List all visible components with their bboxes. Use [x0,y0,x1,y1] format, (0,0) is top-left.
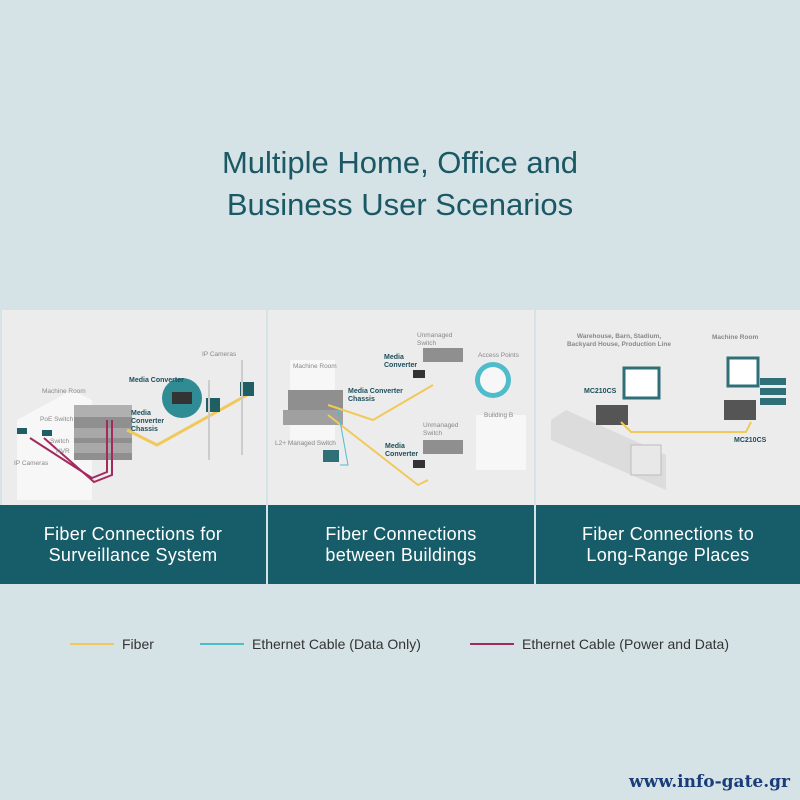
label-media-converter: Media Converter [129,377,184,384]
label-chassis: Media Converter Chassis [131,410,165,433]
legend-ethernet-data: Ethernet Cable (Data Only) [200,636,421,652]
label-mc210cs-right: MC210CS [734,437,767,444]
buildings-illustration [283,348,526,487]
label-chassis: Media Converter Chassis [348,388,403,403]
watermark: www.info-gate.gr [629,772,790,792]
legend-fiber: Fiber [70,636,154,652]
scenario-surveillance: Machine Room PoE Switch Switch NVR IP Ca… [2,310,266,505]
label-media-converter-top: Media Converter [384,354,418,369]
label-mc210cs-left: MC210CS [584,388,617,395]
label-unmanaged-switch-top: Unmanaged Switch [417,332,453,347]
page-title: Multiple Home, Office and Business User … [0,142,800,226]
caption-line: Surveillance System [48,544,218,565]
legend-ethernet-power: Ethernet Cable (Power and Data) [470,636,729,652]
ethernet-data-line-swatch [200,643,244,645]
legend-label: Fiber [122,636,154,652]
caption-line: Fiber Connections to [581,523,755,544]
label-machine-room: Machine Room [293,363,337,370]
label-l2-switch: L2+ Managed Switch [275,440,336,447]
label-machine-room: Machine Room [42,388,86,395]
legend-label: Ethernet Cable (Data Only) [252,636,421,652]
title-line-2: Business User Scenarios [226,187,574,222]
label-ip-cameras-right: IP Cameras [202,351,237,358]
scenario-buildings: Machine Room L2+ Managed Switch Media Co… [268,310,534,505]
legend-label: Ethernet Cable (Power and Data) [522,636,729,652]
label-access-points: Access Points [478,352,519,359]
label-nvr: NVR [56,448,70,455]
title-line-1: Multiple Home, Office and [221,145,579,180]
scenario-long-range: Warehouse, Barn, Stadium, Backyard House… [536,310,800,505]
long-range-illustration [551,356,786,490]
ethernet-power-line-swatch [470,643,514,645]
label-ip-cameras-left: IP Cameras [14,460,49,467]
fiber-line-swatch [70,643,114,645]
caption-line: Fiber Connections [325,523,477,544]
label-machine-room: Machine Room [712,334,759,341]
caption-line: between Buildings [325,544,477,565]
caption-line: Fiber Connections for [43,523,223,544]
label-poe-switch: PoE Switch [40,416,74,423]
surveillance-illustration [17,360,254,500]
label-remote-sites: Warehouse, Barn, Stadium, Backyard House… [566,333,672,348]
label-building-b: Building B [484,412,514,419]
label-switch: Switch [50,438,70,445]
label-media-converter-bottom: Media Converter [385,443,419,458]
label-unmanaged-switch-bottom: Unmanaged Switch [423,422,459,437]
caption-line: Long-Range Places [586,544,750,565]
